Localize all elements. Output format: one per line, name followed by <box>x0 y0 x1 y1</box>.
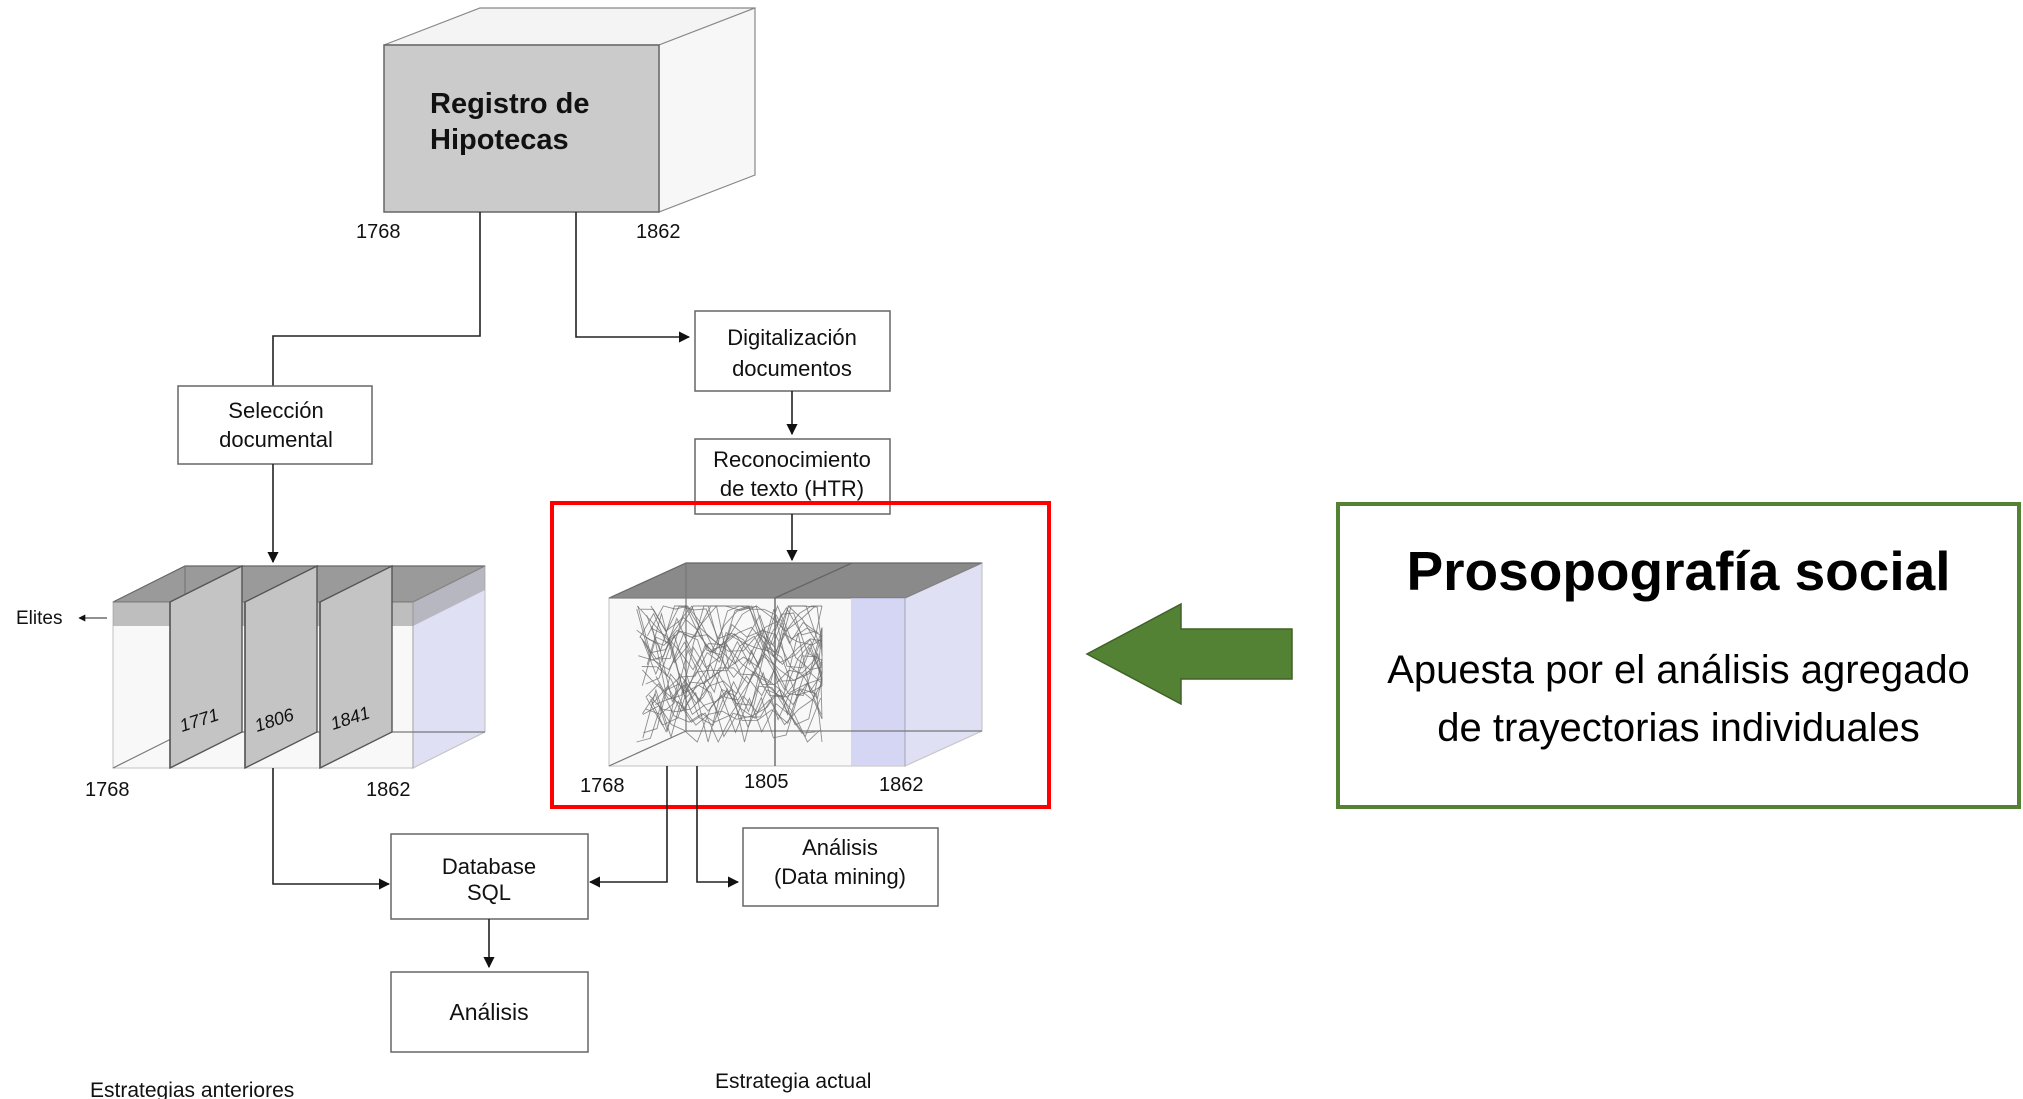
reconocimiento-line2: de texto (HTR) <box>720 476 864 501</box>
database-line2: SQL <box>467 880 511 905</box>
connector-rightcube-datamining <box>696 766 740 888</box>
seleccion-line2: documental <box>219 427 333 452</box>
right-year-end: 1862 <box>879 774 924 796</box>
trajectory-line <box>641 631 823 700</box>
registro-year-end: 1862 <box>636 221 681 243</box>
green-arrow <box>1085 602 1293 706</box>
datamining-line1: Análisis <box>802 835 878 860</box>
digitalizacion-line2: documentos <box>732 356 852 381</box>
connector-leftcube-database <box>272 768 391 890</box>
analisis-label: Análisis <box>449 999 528 1025</box>
left-year-end: 1862 <box>366 779 411 801</box>
database-box <box>390 833 589 920</box>
trajectory-line <box>655 646 823 705</box>
registro-year-start: 1768 <box>356 221 401 243</box>
highlight-frame <box>550 501 1051 809</box>
connector-rightcube-database <box>588 766 668 888</box>
trajectory-line <box>639 618 823 679</box>
seleccion-line1: Selección <box>228 398 323 423</box>
left-year-start: 1768 <box>85 779 130 801</box>
trajectory-line <box>651 623 823 692</box>
reconocimiento-line1: Reconocimiento <box>713 447 871 472</box>
left-cube <box>112 564 486 770</box>
database-line1: Database <box>442 854 536 879</box>
seleccion-box <box>177 385 373 465</box>
trajectory-line <box>646 671 823 726</box>
elites-label: Elites <box>16 608 62 629</box>
trajectory-line <box>655 645 823 706</box>
slice-1841 <box>319 564 393 770</box>
footer-right: Estrategia actual <box>715 1070 871 1093</box>
footer-left: Estrategias anteriores <box>90 1079 294 1099</box>
trajectory-network <box>636 604 823 744</box>
prosopografia-panel: Prosopografía social Apuesta por el anál… <box>1336 502 2021 809</box>
trajectory-line <box>642 675 823 739</box>
trajectory-line <box>646 604 823 669</box>
registro-title-line1: Registro de <box>430 88 590 120</box>
trajectory-line <box>639 605 822 644</box>
digitalizacion-line1: Digitalización <box>727 325 857 350</box>
slice-1806 <box>244 564 318 770</box>
datamining-box <box>742 827 939 907</box>
panel-body-line1: Apuesta por el análisis agregado <box>1387 648 1970 692</box>
panel-body: Apuesta por el análisis agregado de tray… <box>1340 641 2017 757</box>
right-cube <box>608 562 983 767</box>
right-year-start: 1768 <box>580 775 625 797</box>
panel-title: Prosopografía social <box>1406 540 1951 602</box>
connector-registro-right <box>575 212 691 343</box>
connector-registro-left <box>272 212 481 388</box>
registro-title-line2: Hipotecas <box>430 124 569 156</box>
trajectory-line <box>641 632 823 696</box>
trajectory-line <box>645 633 823 687</box>
datamining-line2: (Data mining) <box>774 864 906 889</box>
digitalizacion-box <box>694 310 891 392</box>
right-year-mid: 1805 <box>744 771 789 793</box>
trajectory-line <box>645 636 823 703</box>
trajectory-line <box>650 604 823 656</box>
analisis-box <box>390 971 589 1053</box>
trajectory-line <box>643 671 822 738</box>
slice-1771 <box>169 564 243 770</box>
trajectory-line <box>648 653 823 713</box>
registro-cube: Registro de Hipotecas <box>383 7 756 213</box>
panel-body-line2: de trayectorias individuales <box>1437 706 1920 750</box>
